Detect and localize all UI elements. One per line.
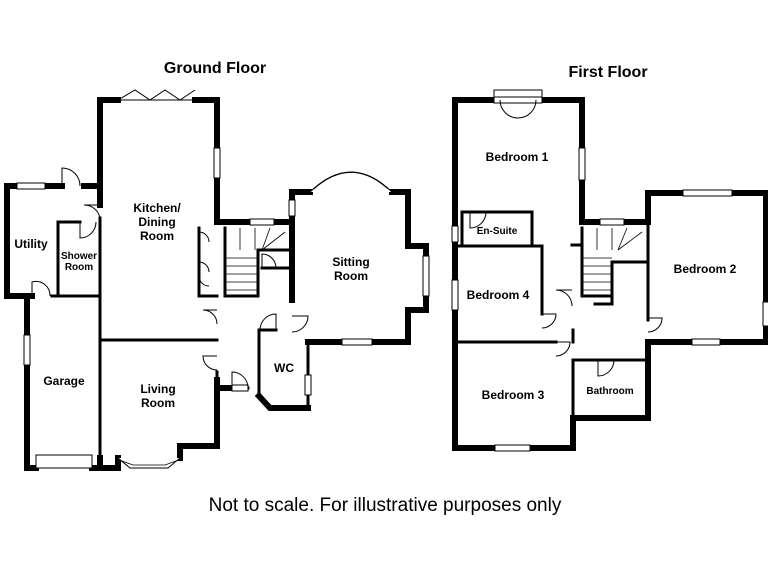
bedroom1-door [555, 289, 573, 307]
ensuite-walls [460, 210, 534, 248]
bedroom2-outer-wall [717, 190, 768, 345]
bedroom2-side-window [762, 301, 768, 327]
wc-window [304, 374, 312, 396]
bedroom3-label: Bedroom 3 [482, 388, 545, 402]
kitchen-left-wall [97, 97, 121, 189]
utility-back-door [61, 167, 81, 187]
bedroom2-label: Bedroom 2 [674, 262, 737, 276]
ensuite-label: En-Suite [477, 226, 518, 237]
living-label-1: Living [140, 382, 175, 396]
cupboard-door [261, 253, 277, 269]
first-floor-plan: Bedroom 1 En-Suite Bedroom 2 Bedroom 4 B… [451, 89, 768, 452]
bedroom1-label: Bedroom 1 [486, 150, 549, 164]
sitting-front-window [341, 338, 373, 346]
ground-floor-title: Ground Floor [164, 60, 266, 77]
garage-window [23, 334, 31, 366]
bedroom4-label: Bedroom 4 [467, 288, 530, 302]
hall-kitchen-door [202, 309, 218, 325]
bedroom1-bedroom4-wall [453, 244, 544, 316]
ground-stairs [225, 227, 286, 291]
bedroom3-door [555, 341, 571, 357]
garage-utility-door [31, 280, 51, 297]
bathroom-label: Bathroom [586, 386, 633, 397]
bedroom1-juliet-frame [493, 89, 543, 100]
ff-left-wall [452, 97, 497, 451]
kitchen-label-3: Room [140, 229, 174, 243]
shower-room-label-1: Shower [61, 251, 97, 262]
bedroom1-window [493, 96, 543, 104]
kitchen-label-2: Dining [138, 215, 175, 229]
bedroom3-window [494, 444, 531, 452]
kitchen-cupboard-wall [197, 226, 219, 298]
ff-top-wall [539, 97, 585, 225]
sitting-small-window [288, 199, 296, 217]
first-floor-title: First Floor [568, 64, 647, 81]
sitting-right-wall [389, 189, 429, 345]
sitting-door [291, 315, 309, 333]
bedroom4-window [451, 279, 459, 311]
ensuite-window [451, 225, 459, 243]
garage-left-wall [24, 293, 39, 471]
bedroom2-bottom-window [691, 338, 721, 346]
utility-window [16, 182, 46, 190]
living-bay-glazing [121, 460, 177, 466]
kitchen-bifold-doors [117, 89, 196, 101]
garage-label: Garage [43, 374, 85, 388]
ensuite-door [469, 211, 487, 229]
kitchen-utility-door [83, 204, 101, 219]
landing-window [599, 218, 625, 226]
stairs-wall [223, 226, 294, 298]
kitchen-label-1: Kitchen/ [133, 201, 181, 215]
sitting-bay-glazing [313, 172, 389, 190]
living-label-2: Room [141, 396, 175, 410]
living-bay-window [117, 457, 181, 469]
sitting-side-window [422, 255, 430, 297]
shower-door [79, 221, 97, 239]
kitchen-side-window [213, 147, 221, 179]
wc-door [259, 313, 277, 331]
bedroom4-door [541, 313, 557, 329]
kitchen-top-right-wall [192, 97, 220, 151]
first-stairs [582, 227, 643, 291]
garage-door [35, 454, 93, 469]
ff-middle-top-wall [579, 190, 686, 225]
bedroom2-door [647, 317, 663, 333]
front-door-panel [231, 384, 249, 392]
disclaimer-text: Not to scale. For illustrative purposes … [209, 495, 562, 516]
shower-room-label-2: Room [65, 262, 93, 273]
ff-stairs-wall [580, 226, 650, 298]
cupboard-doors [198, 231, 210, 287]
bedroom1-side-window [578, 147, 586, 181]
stairs-window [249, 218, 275, 226]
living-right-wall [177, 377, 220, 461]
bathroom-door [597, 359, 615, 377]
living-bottom-left-wall [97, 455, 121, 471]
ff-stair-rail [593, 294, 614, 306]
utility-label: Utility [14, 237, 48, 251]
wc-label: WC [274, 361, 294, 375]
front-door-swing [231, 371, 249, 389]
wc-outer-wall [254, 391, 311, 411]
ground-floor-plan: Utility Shower Room Kitchen/ Dining Room… [4, 89, 430, 471]
hall-living-door [202, 355, 218, 371]
sitting-label-1: Sitting [332, 255, 369, 269]
bedroom2-top-window [682, 189, 733, 197]
bedroom1-french-doors [499, 99, 537, 119]
sitting-label-2: Room [334, 269, 368, 283]
